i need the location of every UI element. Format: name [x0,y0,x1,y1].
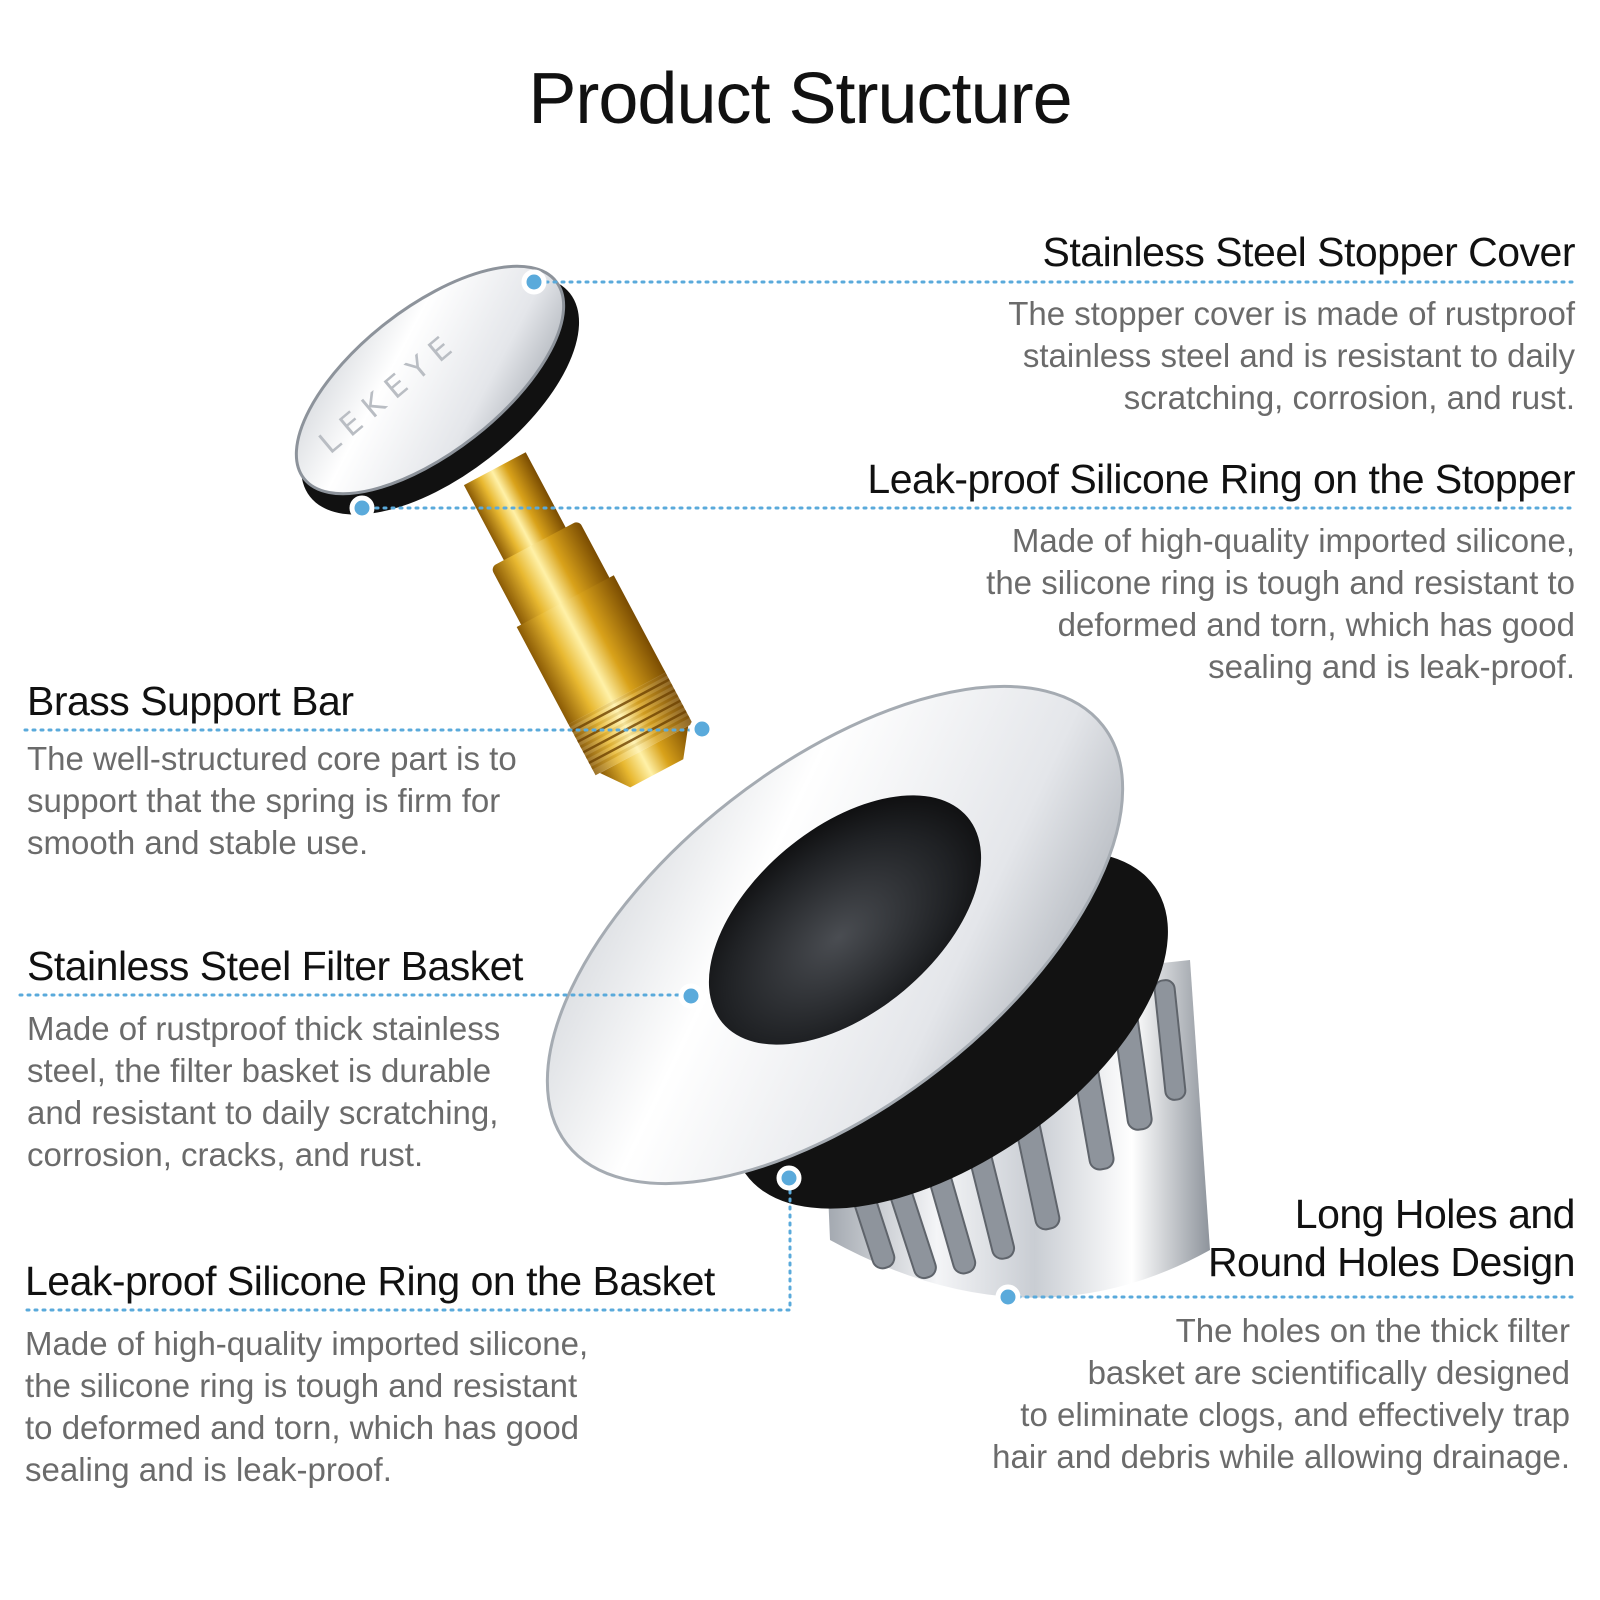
desc-stopper-ring: Made of high-quality imported silicone, … [986,522,1575,685]
callout-dot-basket-ring [776,1165,802,1191]
desc-filter-basket: Made of rustproof thick stainless steel,… [27,1010,501,1173]
desc-brass-bar: The well-structured core part is to supp… [27,740,517,861]
brass-support-bar [463,452,693,788]
callout-dot-holes-design [995,1284,1021,1310]
callout-dot-stopper-cover [521,269,547,295]
desc-holes-design: The holes on the thick filter basket are… [992,1312,1570,1475]
callout-dot-stopper-ring [349,495,375,521]
label-holes-design: Long Holes and Round Holes Design [1207,1191,1576,1285]
label-filter-basket: Stainless Steel Filter Basket [27,943,523,989]
filter-basket [545,684,1210,1298]
label-basket-ring: Leak-proof Silicone Ring on the Basket [25,1258,715,1304]
label-stopper-ring: Leak-proof Silicone Ring on the Stopper [867,456,1575,502]
leader-lines [18,280,1577,1312]
label-brass-bar: Brass Support Bar [27,678,354,724]
label-stopper-cover: Stainless Steel Stopper Cover [1042,229,1576,275]
desc-stopper-cover: The stopper cover is made of rustproof s… [1008,295,1575,416]
page-title: Product Structure [528,59,1072,139]
callout-dot-filter-basket [678,983,704,1009]
callout-dot-brass-bar [689,716,715,742]
stopper-cover: LEKEYE [294,264,580,515]
desc-basket-ring: Made of high-quality imported silicone, … [25,1325,589,1488]
